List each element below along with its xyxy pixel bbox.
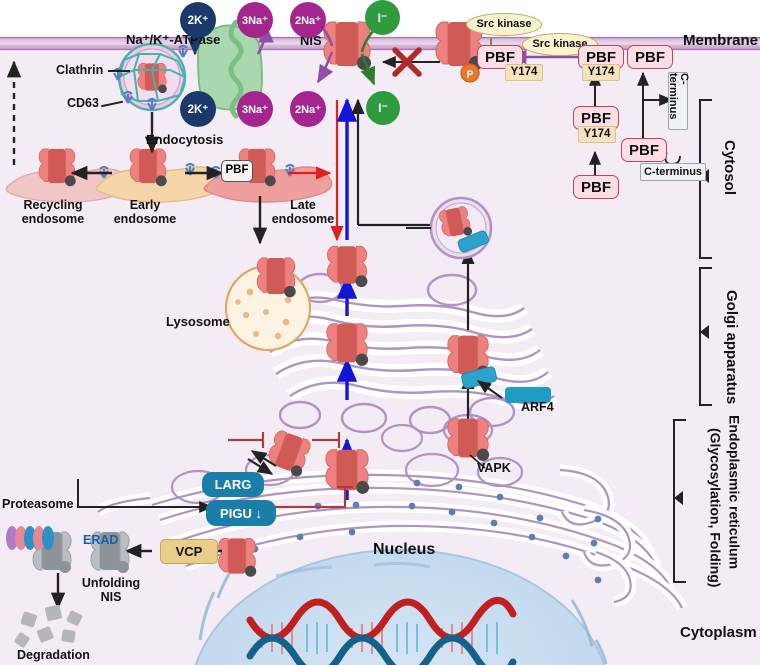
label-arf4: ARF4 [521, 400, 554, 414]
ion-iodide-bottom: I⁻ [366, 91, 400, 125]
arf4-pill [505, 387, 551, 403]
transport-vesicle [429, 196, 493, 260]
ion-iodide-top: I⁻ [365, 0, 400, 35]
vcp-pill: VCP [160, 539, 218, 564]
golgi-apparatus [266, 272, 558, 435]
ion-na-efflux-top: 3Na⁺ [237, 2, 273, 38]
label-erad: ERAD [83, 533, 119, 547]
c-terminus-vertical-label: C-terminus [667, 72, 690, 130]
regulation-arrows [77, 450, 277, 513]
ion-k-influx-bottom: 2K⁺ [180, 91, 216, 127]
recycling-endosome-line1: Recycling [23, 198, 83, 212]
label-clathrin: Clathrin [56, 63, 104, 77]
y174-tag-cytosol: Y174 [578, 126, 616, 143]
label-er-line1: Endoplasmic reticulum [726, 415, 743, 570]
label-early-endosome: Early endosome [100, 198, 190, 226]
label-golgi: Golgi apparatus [722, 290, 740, 405]
ion-na-nis-bottom: 2Na⁺ [290, 91, 326, 127]
label-cytoplasm: Cytoplasm [680, 624, 757, 641]
pbf-cytosol-low: PBF [573, 175, 619, 199]
label-unfolding-nis: Unfolding NIS [72, 576, 150, 604]
phospho-group-icon: P [460, 63, 480, 83]
y174-tag-phospho: Y174 [505, 64, 543, 81]
label-er-line2: (Glycosylation, Folding) [707, 428, 724, 588]
unfolding-line2: NIS [100, 590, 122, 604]
early-endosome-line1: Early [129, 198, 161, 212]
proteasome-shape [6, 526, 54, 550]
label-endocytosis: Endocytosis [146, 132, 224, 147]
label-late-endosome: Late endosome [257, 198, 349, 226]
arf4-binding-arrow [477, 380, 503, 399]
clathrin-coated-vesicle [113, 42, 188, 112]
label-membrane: Membrane [683, 32, 759, 49]
nis-golgi-mid [326, 323, 369, 367]
label-recycling-endosome: Recycling endosome [8, 198, 98, 226]
ion-na-efflux-bottom: 3Na⁺ [237, 91, 273, 127]
unfolding-line1: Unfolding [81, 576, 141, 590]
pbf-cterminus-node: PBF [621, 138, 667, 162]
ion-na-nis-top: 2Na⁺ [290, 2, 326, 38]
label-vapk: VAPK [477, 461, 511, 475]
nis-er-membrane [218, 538, 257, 578]
nis-post-endosome [327, 245, 368, 288]
vapk-pointer-line [469, 454, 486, 469]
dna-double-helix [246, 597, 517, 665]
endosome-flow-arrows [70, 112, 332, 245]
late-endosome-pbf: PBF [221, 160, 253, 182]
degradation-fragments [14, 604, 83, 648]
y174-tag-mid: Y174 [582, 64, 620, 81]
c-terminus-horizontal-label: C-terminus [640, 163, 706, 181]
svg-text:P: P [467, 70, 474, 81]
pbf-membrane-right: PBF [627, 45, 673, 69]
label-nucleus: Nucleus [373, 541, 436, 558]
label-proteasome: Proteasome [2, 497, 74, 511]
clathrin-leader-line [108, 70, 130, 72]
ion-k-influx-top: 2K⁺ [180, 2, 216, 38]
label-cytosol: Cytosol [720, 140, 738, 196]
src-kinase-1: Src kinase [466, 13, 542, 36]
unfolding-nis-shape [90, 531, 130, 573]
nis-early-endosome [129, 148, 168, 187]
label-lysosome: Lysosome [166, 314, 230, 329]
label-cd63: CD63 [67, 96, 99, 110]
nis-recycling-endosome [38, 148, 77, 187]
clathrin-cd63 [113, 44, 188, 111]
label-degradation: Degradation [17, 648, 90, 662]
recycling-endosome-line2: endosome [21, 212, 85, 226]
blocked-transport-marker [381, 47, 440, 77]
pigu-pill: PIGU ↓ [206, 500, 276, 526]
nis-golgi-cis [447, 418, 490, 462]
larg-pill: LARG [202, 472, 264, 497]
late-endosome-line2: endosome [271, 212, 335, 226]
early-endosome-line2: endosome [113, 212, 177, 226]
late-endosome-line1: Late [290, 198, 316, 212]
nis-lysosome [256, 257, 297, 298]
inhibition-markers [228, 432, 353, 509]
